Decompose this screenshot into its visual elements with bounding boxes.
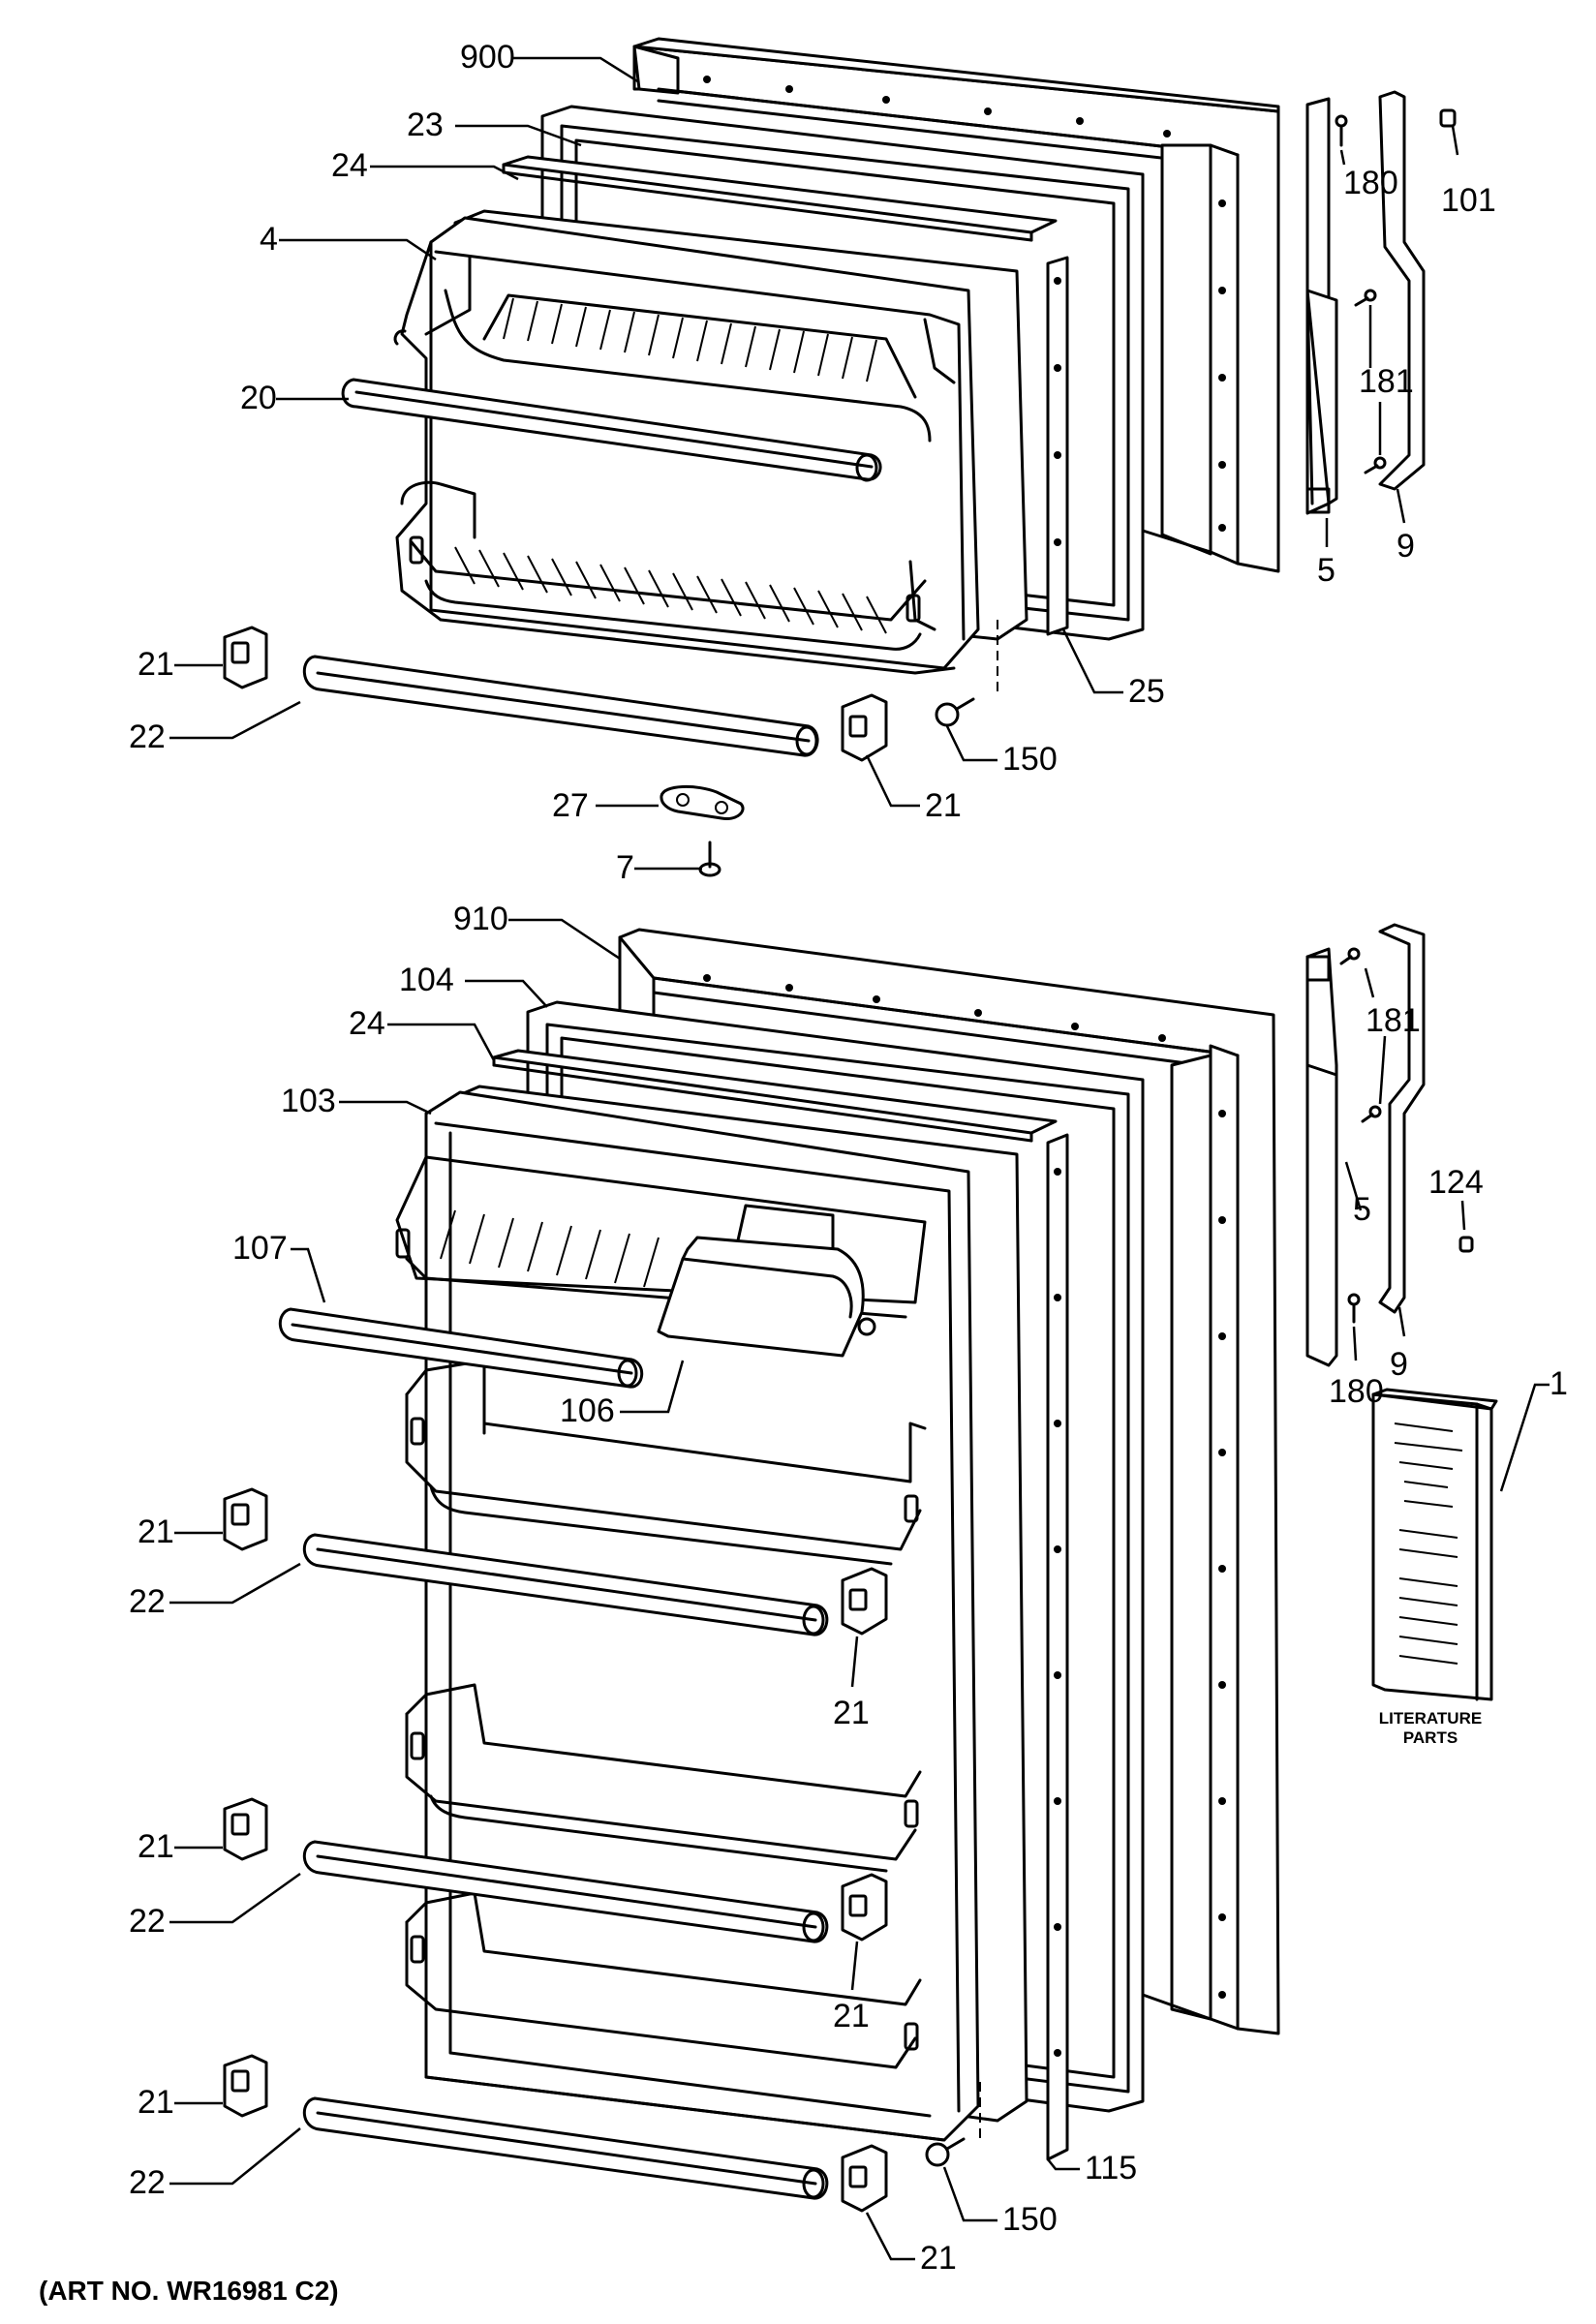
outer-door-panel-910 (618, 928, 1280, 2035)
end-cap-21-right-top (841, 693, 888, 762)
callout-27: 27 (552, 787, 589, 824)
callout-22-a: 22 (129, 719, 166, 755)
parts-label: PARTS (1403, 1728, 1458, 1747)
callout-150-a: 150 (1002, 741, 1058, 778)
leader-lines (169, 56, 1550, 2261)
end-cap-21-left-2 (223, 1797, 268, 1861)
literature-booklet-1 (1371, 1388, 1498, 1701)
breaker-strip-24-top (502, 155, 1058, 242)
callout-181-top: 181 (1359, 363, 1414, 400)
outer-door-panel-900 (632, 37, 1280, 573)
end-cap-21-right-2 (841, 1873, 888, 1942)
top-bin-ribs (440, 1209, 660, 1288)
shelf-bar-22-c (302, 2096, 829, 2200)
callout-20: 20 (240, 380, 277, 416)
booklet-text-lines (1394, 1422, 1463, 1665)
screw-150-top (935, 620, 998, 727)
end-cap-21-left-1 (223, 1487, 268, 1551)
callout-106: 106 (560, 1392, 615, 1429)
callout-115: 115 (1085, 2150, 1137, 2186)
shelf-bar-22-b (302, 1840, 829, 1943)
screw-7 (698, 841, 721, 877)
callout-101: 101 (1441, 182, 1496, 219)
callout-7: 7 (616, 849, 634, 886)
freezer-door-assembly (223, 37, 1457, 877)
hinge-5-top (1305, 97, 1338, 515)
hinge-5-bottom (1305, 947, 1338, 1367)
callout-labels: 900 23 24 4 20 21 22 27 7 21 150 25 180 … (129, 39, 1568, 2277)
callout-24-top: 24 (331, 147, 368, 184)
callout-9-bottom: 9 (1390, 1346, 1408, 1383)
literature-caption: LITERATURE PARTS (1379, 1709, 1482, 1747)
top-shelf-ribs (503, 297, 877, 382)
end-cap-21-left-top (223, 626, 268, 689)
end-cap-21-left-3 (223, 2054, 268, 2118)
literature-label: LITERATURE (1379, 1709, 1482, 1728)
screw-180-top (1335, 114, 1348, 147)
shelf-bar-22-a (302, 1533, 829, 1636)
plug-124 (1458, 1236, 1474, 1253)
screw-180-bottom (1347, 1293, 1361, 1324)
callout-150-b: 150 (1002, 2201, 1058, 2238)
callout-21-e: 21 (138, 1828, 174, 1865)
callout-21-g: 21 (138, 2084, 174, 2121)
shelf-bar-20 (341, 378, 882, 482)
hinge-9-bottom (1378, 923, 1426, 1314)
callout-22-g: 22 (129, 2164, 166, 2201)
callout-22-e: 22 (129, 1903, 166, 1940)
breaker-strip-24-bottom (492, 1049, 1058, 1143)
callout-21-a: 21 (138, 646, 174, 683)
callout-1: 1 (1550, 1365, 1568, 1402)
callout-181-bottom: 181 (1366, 1002, 1421, 1039)
callout-21-c: 21 (138, 1514, 174, 1550)
screw-181-bottom (1339, 947, 1382, 1123)
screw-181-top (1354, 289, 1387, 474)
callout-23: 23 (407, 107, 444, 143)
callout-25: 25 (1128, 673, 1165, 710)
shelf-bar-107 (278, 1307, 644, 1389)
callout-22-c: 22 (129, 1583, 166, 1620)
callout-104: 104 (399, 962, 454, 998)
callout-9-top: 9 (1396, 528, 1415, 565)
callout-107: 107 (232, 1230, 288, 1267)
end-cap-21-right-3 (841, 2144, 888, 2213)
dairy-door-106 (657, 1236, 876, 1358)
callout-24-bottom: 24 (349, 1005, 385, 1042)
callout-103: 103 (281, 1083, 336, 1119)
callout-21-b: 21 (925, 787, 962, 824)
callout-180-bottom: 180 (1329, 1373, 1384, 1410)
callout-5-top: 5 (1317, 552, 1335, 589)
callout-180-top: 180 (1343, 165, 1398, 201)
end-cap-21-right-1 (841, 1567, 888, 1636)
callout-4: 4 (260, 221, 278, 258)
callout-21-h: 21 (920, 2240, 957, 2277)
callout-5-bottom: 5 (1353, 1191, 1371, 1228)
door-stop-25 (1046, 256, 1069, 636)
hinge-9-top (1378, 90, 1426, 491)
shelf-bar-22-top (302, 655, 819, 757)
callout-21-d: 21 (833, 1695, 870, 1731)
door-stop-115 (1046, 1133, 1069, 2161)
callout-124: 124 (1428, 1164, 1484, 1201)
plug-101 (1439, 108, 1457, 128)
callout-21-f: 21 (833, 1998, 870, 2034)
callout-900: 900 (460, 39, 515, 76)
bottom-shelf-ribs (454, 546, 887, 634)
fresh-food-door-assembly (223, 923, 1498, 2213)
screw-150-bottom (925, 2082, 981, 2167)
callout-910: 910 (453, 901, 508, 937)
hinge-cover-27 (660, 784, 745, 821)
art-number: (ART NO. WR16981 C2) (39, 2276, 339, 2306)
